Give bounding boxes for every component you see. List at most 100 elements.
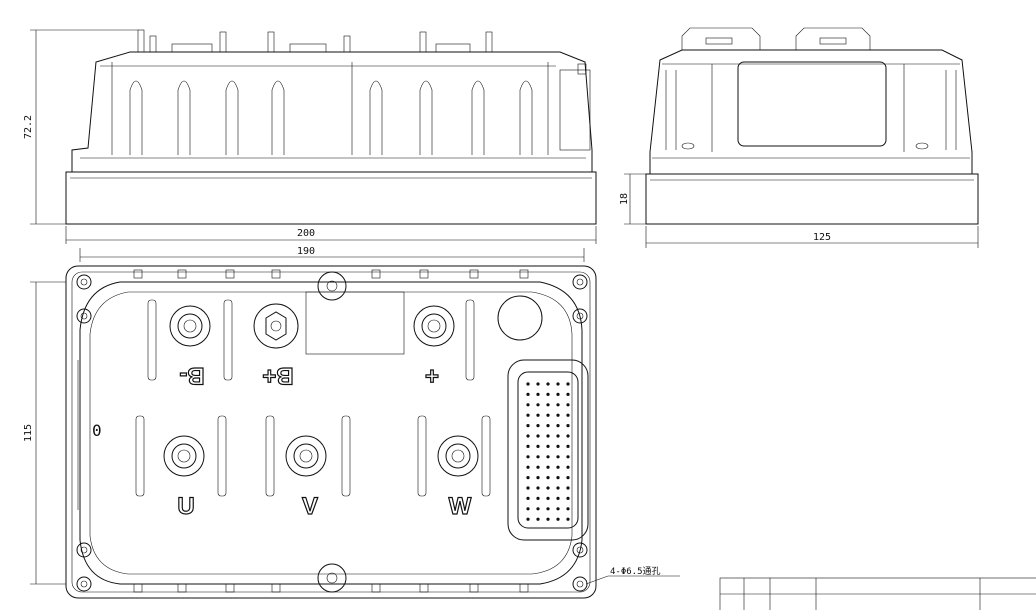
connector-pin xyxy=(566,392,570,396)
connector-pin xyxy=(566,507,570,511)
connector-pin xyxy=(546,403,550,407)
connector-pin xyxy=(546,465,550,469)
dim-overall-width: 200 xyxy=(297,228,315,239)
connector-pin xyxy=(536,434,540,438)
connector-pin xyxy=(546,455,550,459)
connector-pin xyxy=(556,496,560,500)
connector-pin xyxy=(546,392,550,396)
terminal-labels: B- B+ + U V W 0 xyxy=(92,361,472,520)
connector-pin xyxy=(536,465,540,469)
connector-pin xyxy=(526,382,530,386)
round-boss xyxy=(497,295,543,341)
connector-pin xyxy=(556,486,560,490)
connector-pin xyxy=(546,444,550,448)
connector-pin xyxy=(546,413,550,417)
connector-pin xyxy=(526,424,530,428)
connector-pin xyxy=(536,382,540,386)
connector-pin xyxy=(536,517,540,521)
connector-pin xyxy=(556,444,560,448)
connector-pin xyxy=(566,486,570,490)
connector-pin xyxy=(546,382,550,386)
connector-pin xyxy=(556,413,560,417)
label-b-minus: B- xyxy=(179,362,204,389)
side-dimensions: 18 125 xyxy=(619,173,979,248)
connector-pin xyxy=(546,434,550,438)
connector-pin xyxy=(546,424,550,428)
connector-pin xyxy=(546,517,550,521)
connector-pin xyxy=(526,476,530,480)
label-o-mark: 0 xyxy=(92,421,102,440)
connector-pin xyxy=(536,403,540,407)
connector-pin xyxy=(536,392,540,396)
connector-pin xyxy=(526,507,530,511)
connector-pin xyxy=(546,476,550,480)
connector-pin xyxy=(526,392,530,396)
label-w: W xyxy=(449,493,472,520)
connector-pin xyxy=(536,413,540,417)
label-b-plus: B+ xyxy=(262,362,293,389)
connector-pin xyxy=(556,434,560,438)
title-block xyxy=(719,577,1036,610)
connector-pin xyxy=(546,496,550,500)
connector-pin xyxy=(556,382,560,386)
connector-pin xyxy=(556,403,560,407)
connector-pin xyxy=(556,517,560,521)
connector-pin xyxy=(536,507,540,511)
connector-pin xyxy=(556,424,560,428)
connector-pin xyxy=(566,403,570,407)
connector-pin xyxy=(526,434,530,438)
plan-dimensions: 115 4-Φ6.5通孔 xyxy=(23,281,680,585)
connector-pin xyxy=(556,465,560,469)
connector-pin xyxy=(556,507,560,511)
terminal-u xyxy=(163,435,205,477)
connector-pin xyxy=(526,455,530,459)
connector-pin xyxy=(536,455,540,459)
terminal-b-plus xyxy=(253,303,299,349)
connector-pin xyxy=(566,382,570,386)
connector-pin xyxy=(566,517,570,521)
connector-pin xyxy=(536,496,540,500)
label-v: V xyxy=(302,493,318,520)
connector-pin xyxy=(526,486,530,490)
connector-pin xyxy=(566,465,570,469)
connector-pin xyxy=(566,434,570,438)
hole-callout: 4-Φ6.5通孔 xyxy=(610,566,661,577)
connector-pin xyxy=(536,444,540,448)
terminal-plus xyxy=(413,305,455,347)
connector-pin xyxy=(526,517,530,521)
front-dimensions: 72.2 200 190 xyxy=(23,29,597,262)
connector-pin xyxy=(566,413,570,417)
terminal-b-minus xyxy=(169,305,211,347)
connector-pin xyxy=(526,465,530,469)
dim-front-height: 72.2 xyxy=(23,115,34,139)
connector-pin xyxy=(546,507,550,511)
label-u: U xyxy=(177,493,194,520)
connector-pin xyxy=(536,486,540,490)
connector-pin xyxy=(546,486,550,490)
connector-pin xyxy=(526,496,530,500)
connector-pin xyxy=(526,413,530,417)
connector-pin xyxy=(536,476,540,480)
connector-pin xyxy=(536,424,540,428)
label-plus: + xyxy=(425,362,439,389)
connector-pin xyxy=(556,392,560,396)
connector-pin xyxy=(526,444,530,448)
connector-pin xyxy=(566,476,570,480)
dim-mount-width: 190 xyxy=(297,246,315,257)
connector-pin xyxy=(566,424,570,428)
terminal-v xyxy=(285,435,327,477)
connector-pin xyxy=(566,444,570,448)
connector-pin xyxy=(556,455,560,459)
connector-pin xyxy=(556,476,560,480)
connector-pin xyxy=(526,403,530,407)
side-view xyxy=(645,27,979,225)
dim-plan-height: 115 xyxy=(23,424,34,442)
signal-connector xyxy=(507,359,589,541)
connector-pin xyxy=(566,496,570,500)
dim-side-base-height: 18 xyxy=(619,193,630,205)
dim-side-width: 125 xyxy=(813,232,831,243)
terminal-w xyxy=(437,435,479,477)
plan-view xyxy=(65,265,597,599)
connector-pin xyxy=(566,455,570,459)
